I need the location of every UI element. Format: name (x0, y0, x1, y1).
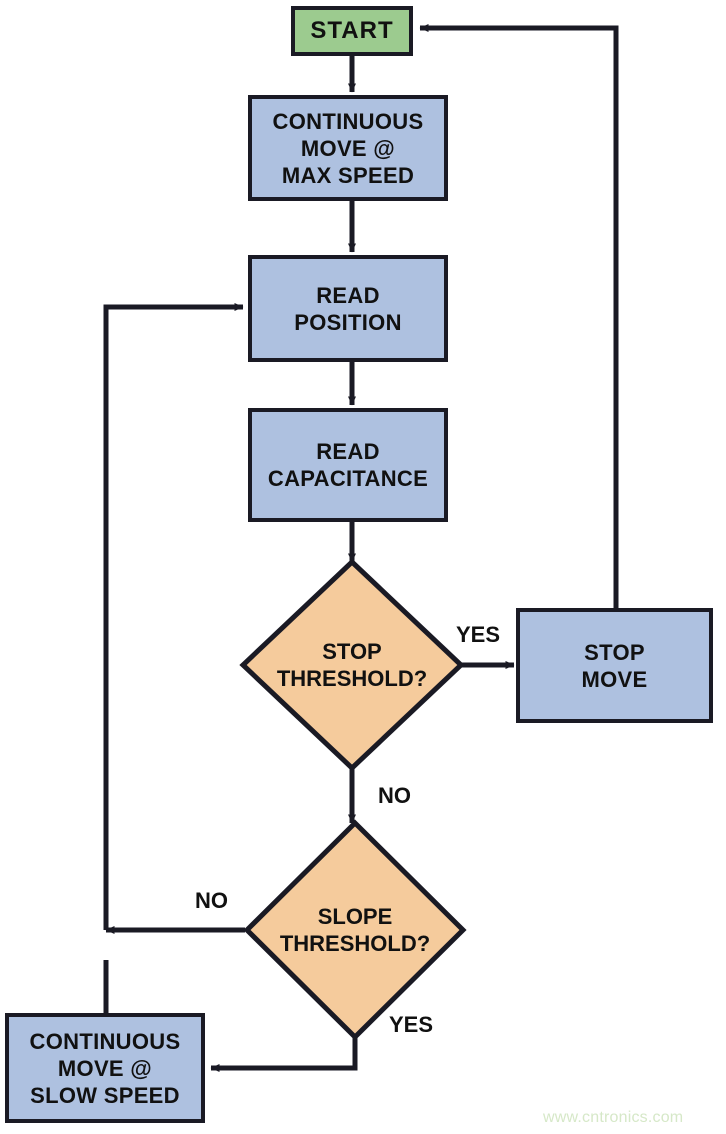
node-stop-move[interactable]: STOP MOVE (516, 608, 713, 723)
node-stop-move-label: STOP MOVE (581, 639, 648, 692)
node-read-position-label: READ POSITION (294, 282, 402, 335)
node-stop-threshold-label: STOP THRESHOLD? (276, 639, 428, 691)
watermark: www.cntronics.com (543, 1109, 684, 1126)
stop-threshold-diamond-shape (239, 558, 465, 772)
connector-left-rail-to-read-position (103, 303, 244, 930)
node-start[interactable]: START (291, 6, 413, 56)
connector-stopmove-to-start (419, 24, 619, 608)
node-read-capacitance-label: READ CAPACITANCE (267, 439, 429, 491)
edge-label-stop-threshold-yes: YES (456, 622, 501, 647)
edge-label-stop-threshold-no: NO (378, 783, 411, 808)
node-continuous-move-slow[interactable]: CONTINUOUS MOVE @ SLOW SPEED (5, 1013, 205, 1123)
node-read-capacitance[interactable]: READ CAPACITANCE (248, 408, 448, 522)
node-slope-threshold[interactable]: SLOPE THRESHOLD? (247, 823, 463, 1037)
edge-label-slope-threshold-no: NO (195, 888, 228, 913)
node-slope-threshold-label: SLOPE THRESHOLD? (279, 904, 431, 956)
connector-slope-threshold-yes-to-move-slow (210, 1035, 358, 1072)
edge-label-slope-threshold-yes: YES (389, 1012, 434, 1037)
node-read-position[interactable]: READ POSITION (248, 255, 448, 362)
node-start-label: START (310, 17, 394, 44)
slope-threshold-diamond-shape (243, 819, 467, 1041)
node-continuous-move-max-label: CONTINUOUS MOVE @ MAX SPEED (272, 108, 424, 188)
node-continuous-move-max[interactable]: CONTINUOUS MOVE @ MAX SPEED (248, 95, 448, 201)
node-stop-threshold[interactable]: STOP THRESHOLD? (243, 562, 461, 768)
node-continuous-move-slow-label: CONTINUOUS MOVE @ SLOW SPEED (29, 1028, 181, 1108)
